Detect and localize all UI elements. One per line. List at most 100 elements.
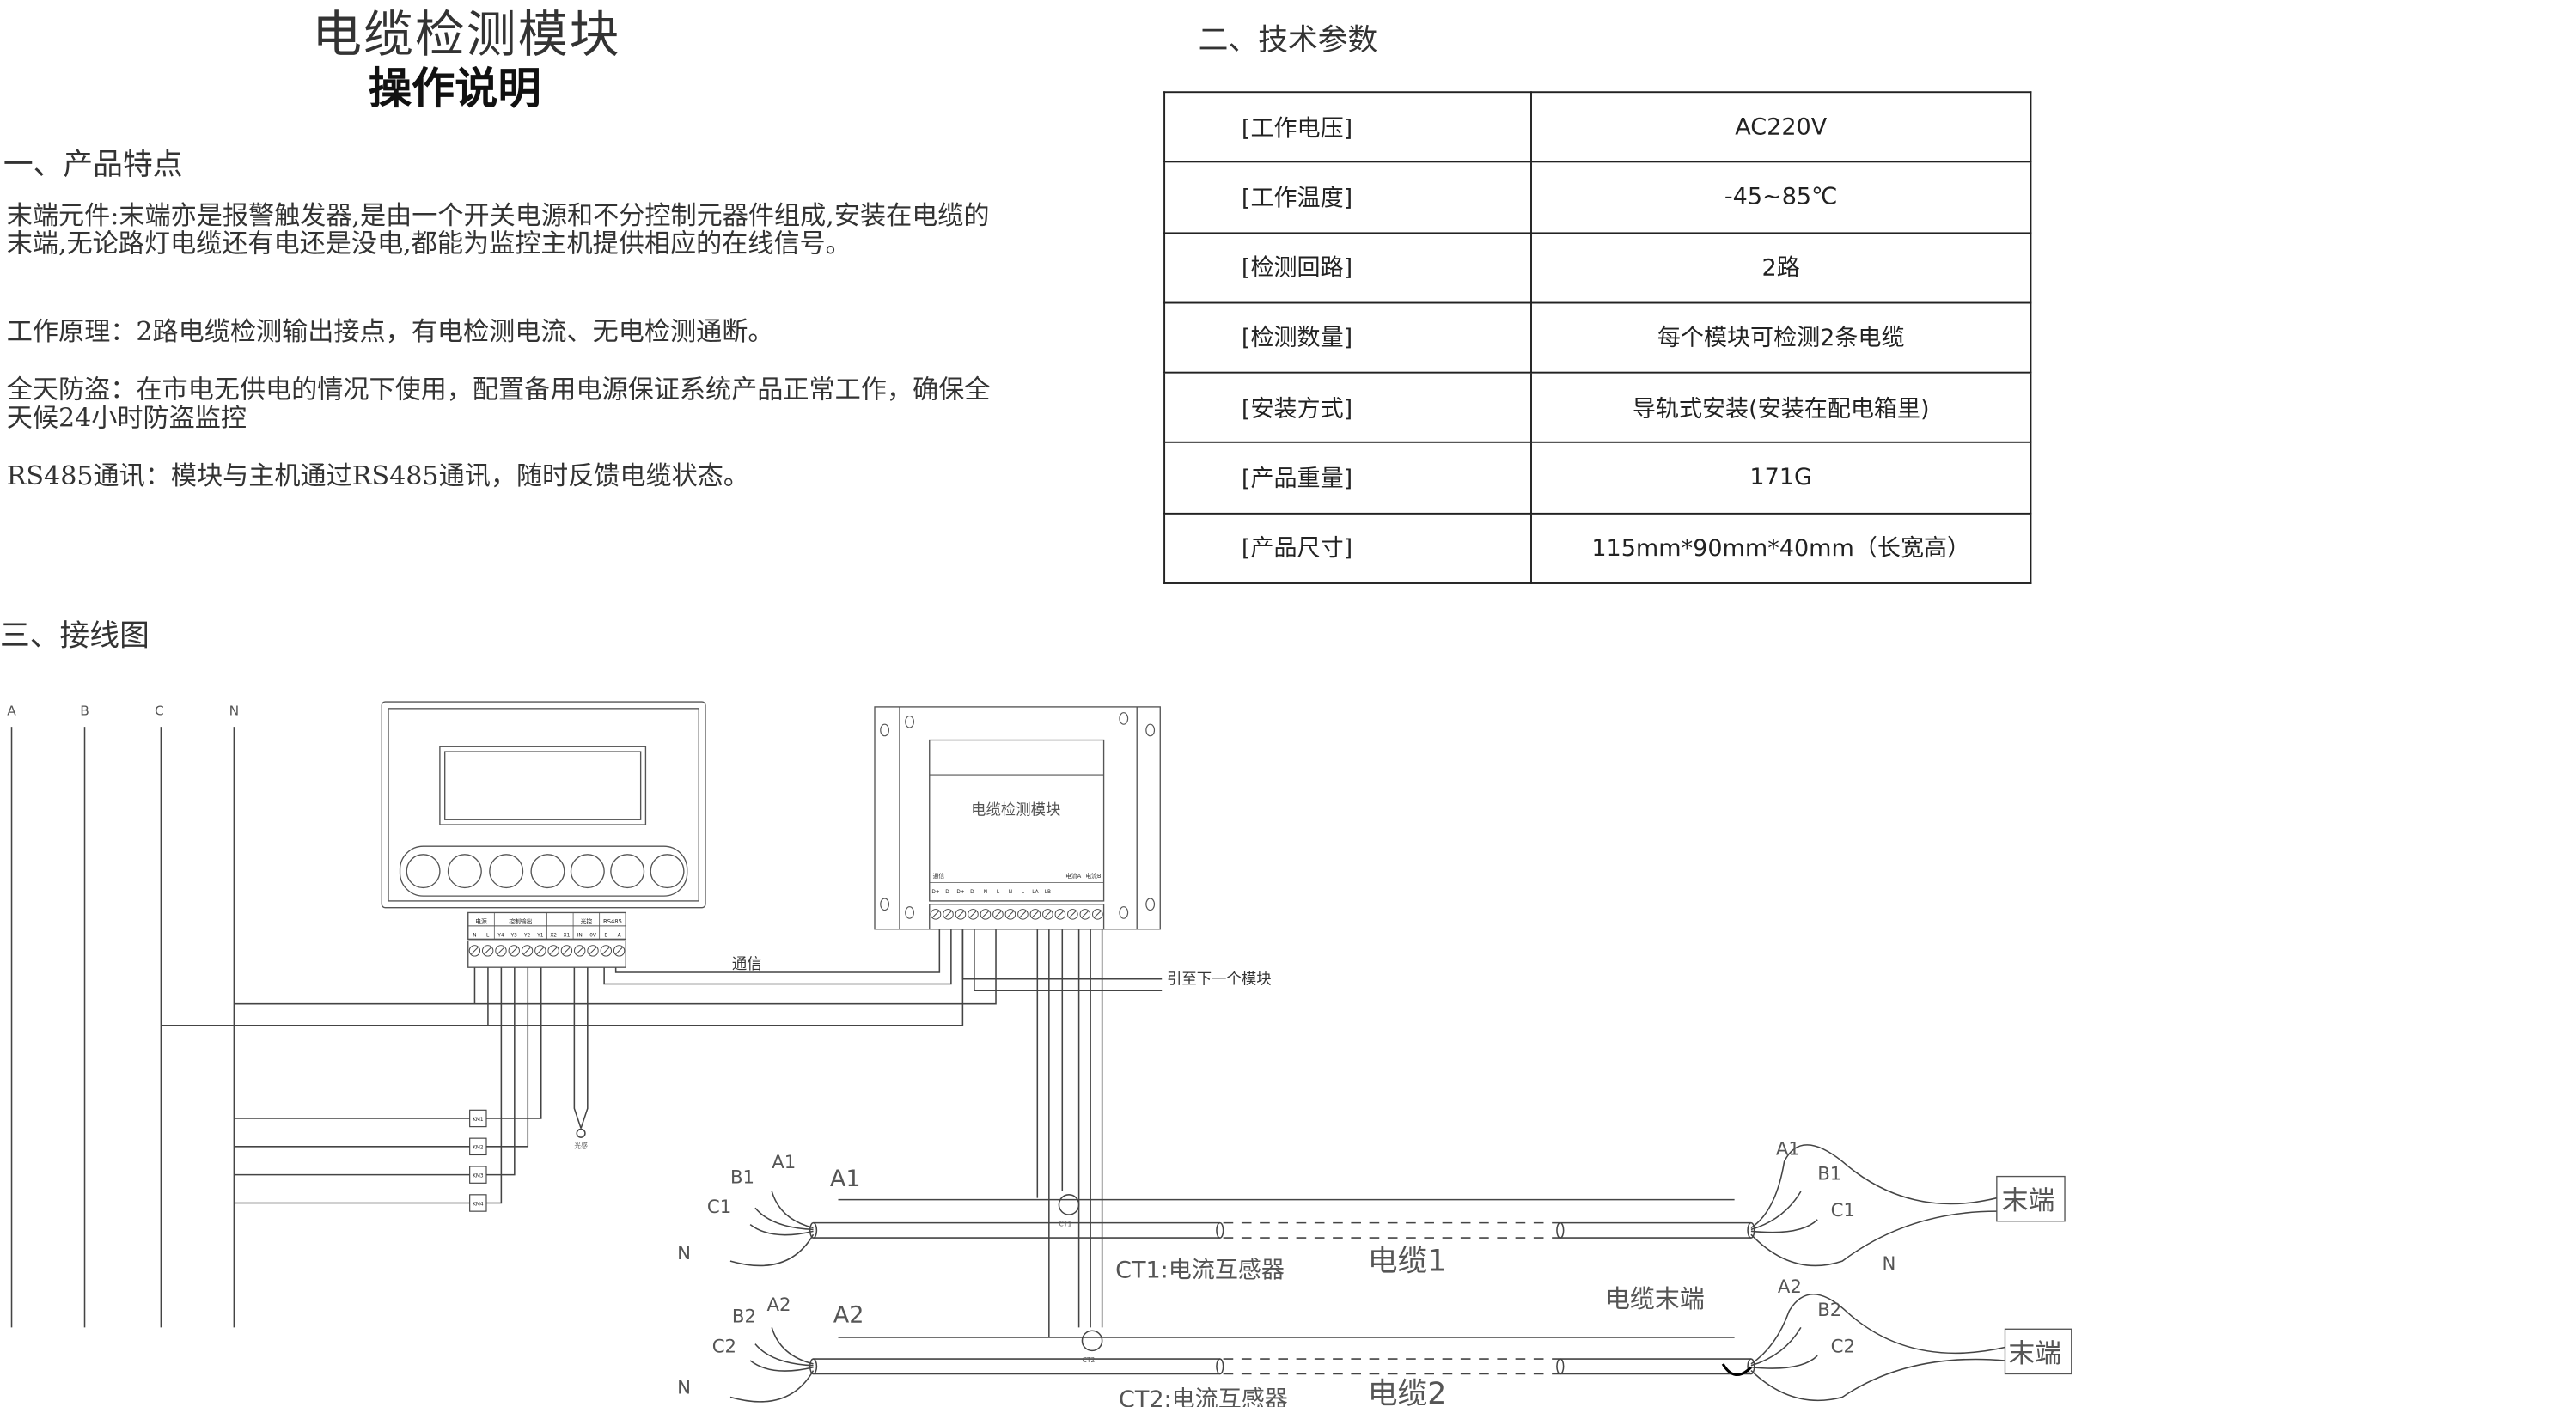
- spec-key: [产品尺寸]: [1163, 512, 1532, 584]
- spec-key: [工作电压]: [1163, 91, 1532, 163]
- cable2-a-small: A2: [766, 1294, 791, 1316]
- ct1-description: CT1:电流互感器: [1115, 1257, 1285, 1283]
- module-terminal-label: LA: [1032, 890, 1038, 895]
- spec-value: 115mm*90mm*40mm（长宽高）: [1530, 512, 2032, 584]
- spec-row: [产品尺寸]115mm*90mm*40mm（长宽高）: [1163, 512, 2032, 584]
- contactor-label: KM4: [473, 1202, 484, 1207]
- phase-label-n: N: [229, 704, 240, 719]
- module-terminal-label: D-: [970, 890, 976, 895]
- spec-value: 每个模块可检测2条电缆: [1530, 302, 2032, 374]
- paragraph-rs485: RS485通讯：模块与主机通过RS485通讯，随时反馈电缆状态。: [6, 461, 750, 491]
- contactor-box: [469, 1166, 487, 1184]
- controller-terminal-label: Y2: [523, 933, 531, 938]
- cable2-end-a: A2: [1778, 1276, 1802, 1298]
- spec-table: [工作电压]AC220V[工作温度]-45~85℃[检测回路]2路[检测数量]每…: [1163, 91, 2032, 584]
- terminal-box-1-label: 末端: [2002, 1185, 2055, 1216]
- controller-button: [610, 854, 645, 889]
- spec-value: 导轨式安装(安装在配电箱里): [1530, 371, 2032, 444]
- contactor-label: KM2: [473, 1146, 484, 1151]
- controller-terminal-label: A: [618, 933, 621, 938]
- cable1-a-large: A1: [830, 1166, 861, 1192]
- controller-terminal-label: Y1: [536, 933, 544, 938]
- spec-row: [检测数量]每个模块可检测2条电缆: [1163, 302, 2032, 374]
- spec-value: AC220V: [1530, 91, 2032, 163]
- cable1-end-b: B1: [1817, 1163, 1841, 1185]
- contactor-box: [469, 1137, 487, 1156]
- cable1-end-a: A1: [1776, 1138, 1800, 1160]
- contactor-label: KM1: [473, 1118, 484, 1123]
- page-title: 电缆检测模块: [312, 6, 621, 65]
- controller-group-label: 电源: [475, 917, 487, 925]
- cable1-end-c: C1: [1831, 1200, 1855, 1221]
- ct1-label: CT1: [1059, 1221, 1071, 1228]
- module-terminal-label: D+: [956, 890, 964, 895]
- spec-key: [检测数量]: [1163, 302, 1532, 374]
- module-terminal-label: D+: [931, 890, 939, 895]
- cable2-end-n: N: [1851, 1404, 1865, 1407]
- controller-terminal-label: Y3: [510, 933, 518, 938]
- contactor-box: [469, 1109, 487, 1128]
- module-terminal-label: L: [1022, 890, 1025, 895]
- controller-terminal-label: IN: [577, 933, 583, 938]
- controller-button: [489, 854, 524, 889]
- page-subtitle: 操作说明: [368, 64, 541, 115]
- controller-terminal-label: X1: [564, 933, 571, 938]
- module-current-a-label: 电流A: [1065, 872, 1082, 880]
- next-module-label: 引至下一个模块: [1167, 971, 1272, 988]
- spec-value: 171G: [1530, 442, 2032, 515]
- cable2-end-c: C2: [1831, 1336, 1855, 1357]
- spec-row: [检测回路]2路: [1163, 231, 2032, 304]
- cable1-name: 电缆1: [1368, 1245, 1447, 1279]
- controller-button: [447, 854, 482, 889]
- module-current-b-label: 电流B: [1085, 872, 1102, 880]
- spec-key: [检测回路]: [1163, 231, 1532, 304]
- controller-terminal-label: Y4: [497, 933, 504, 938]
- cable2-b: B2: [732, 1306, 756, 1328]
- controller-group-label: RS485: [603, 918, 622, 925]
- spec-row: [安装方式]导轨式安装(安装在配电箱里): [1163, 371, 2032, 444]
- module-label: 电缆检测模块: [971, 801, 1060, 819]
- terminal-box-2-label: 末端: [2008, 1338, 2061, 1369]
- phase-label-a: A: [7, 704, 16, 719]
- spec-row: [工作电压]AC220V: [1163, 91, 2032, 163]
- ct2-label: CT2: [1082, 1356, 1095, 1364]
- cable2-n: N: [677, 1378, 691, 1399]
- cable1-b: B1: [730, 1166, 754, 1188]
- module-comm-label: 通信: [933, 872, 945, 880]
- controller-terminal-label: L: [486, 933, 490, 938]
- section-heading-specs: 二、技术参数: [1198, 23, 1378, 58]
- controller-terminal-label: B: [604, 933, 607, 938]
- cable1-a-small: A1: [772, 1152, 796, 1173]
- spec-value: 2路: [1530, 231, 2032, 304]
- cable2-end-b: B2: [1817, 1300, 1841, 1321]
- controller-terminal-label: N: [473, 933, 476, 938]
- phase-label-c: C: [155, 704, 164, 719]
- controller-terminal-label: X2: [550, 933, 557, 938]
- ct2-sensor: [1081, 1330, 1103, 1352]
- contactor-label: KM3: [473, 1174, 484, 1179]
- comm-wire-label: 通信: [732, 956, 762, 973]
- phase-label-b: B: [80, 704, 89, 719]
- module-terminal-label: LB: [1045, 890, 1051, 895]
- controller-group-label: 控制输出: [509, 917, 532, 925]
- cable1-end-n: N: [1883, 1253, 1896, 1275]
- paragraph-terminal-element: 末端元件:末端亦是报警触发器,是由一个开关电源和不分控制元器件组成,安装在电缆的…: [6, 200, 990, 259]
- ct1-sensor: [1058, 1194, 1080, 1215]
- spec-row: [产品重量]171G: [1163, 442, 2032, 515]
- terminal-box-1: [1996, 1175, 2066, 1222]
- cable-end-label: 电缆末端: [1605, 1284, 1705, 1313]
- contactor-box: [469, 1194, 487, 1212]
- light-sensor-label: 光感: [574, 1142, 588, 1150]
- cable2-a-large: A2: [833, 1302, 864, 1329]
- cable1-n: N: [677, 1243, 691, 1264]
- terminal-box-2: [2004, 1328, 2072, 1375]
- spec-key: [安装方式]: [1163, 371, 1532, 444]
- cable2-c: C2: [712, 1336, 736, 1357]
- spec-key: [工作温度]: [1163, 161, 1532, 234]
- module-terminal-label: D-: [945, 890, 951, 895]
- controller-button: [650, 854, 685, 889]
- module-terminal-label: L: [997, 890, 1000, 895]
